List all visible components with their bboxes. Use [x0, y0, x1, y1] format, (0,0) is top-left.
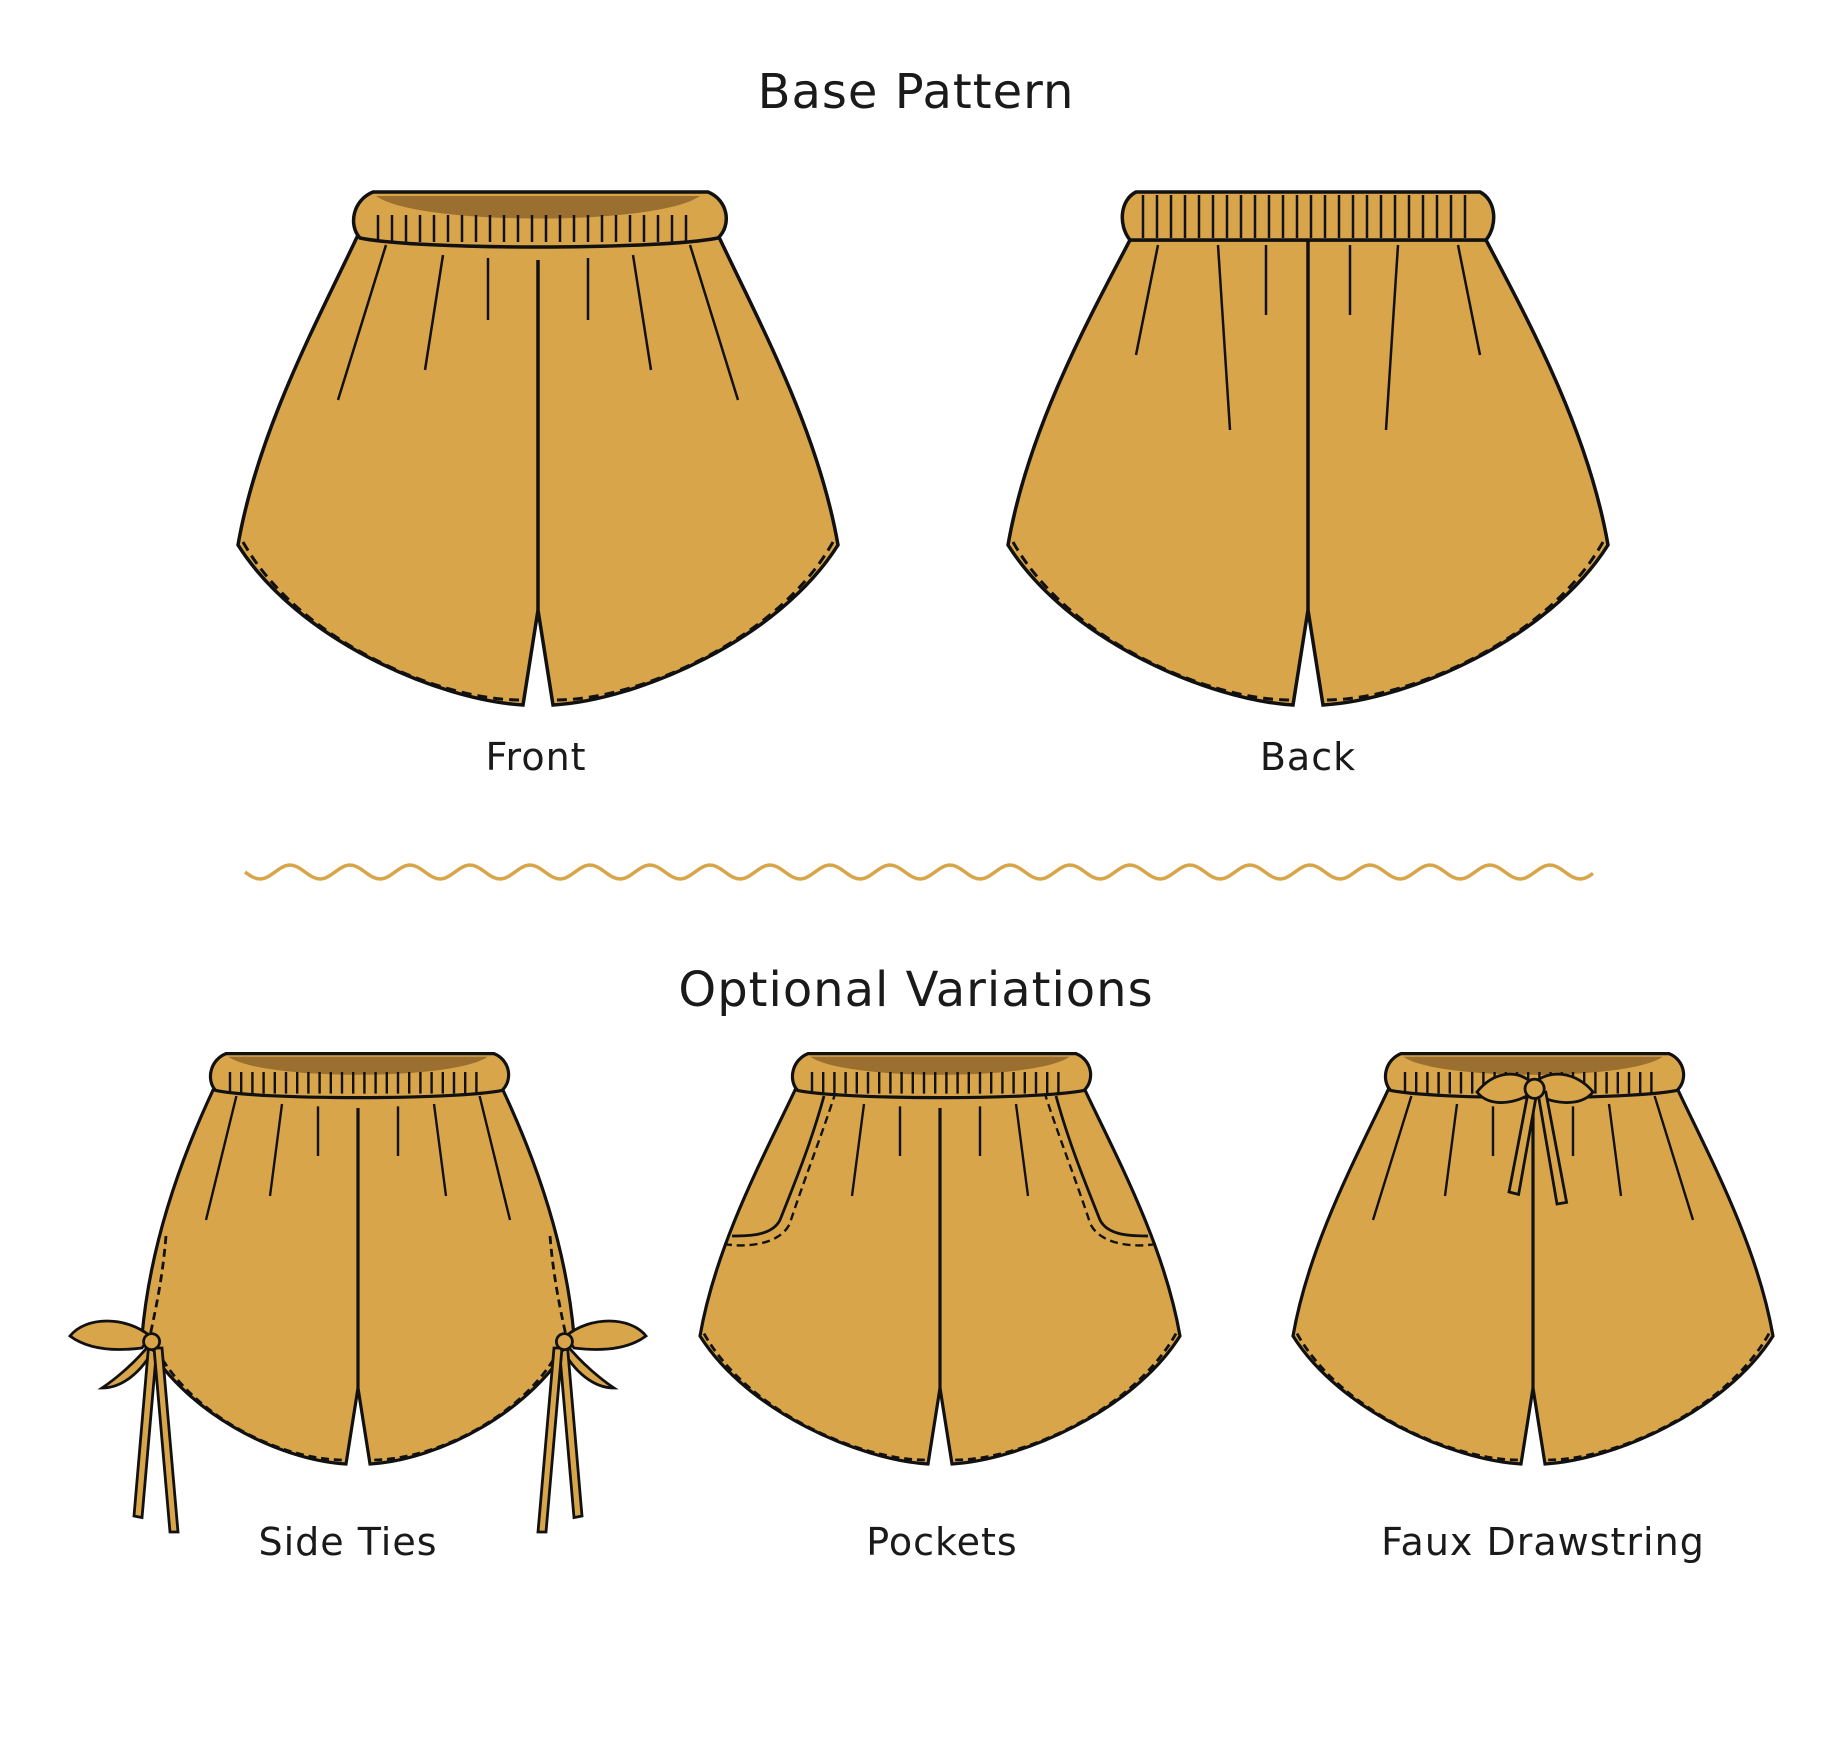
shorts-front-illustration — [236, 190, 840, 707]
label-faux-drawstring: Faux Drawstring — [1381, 1520, 1705, 1564]
optional-variations-heading: Optional Variations — [678, 962, 1154, 1018]
shorts-faux-drawstring-illustration — [1291, 1052, 1775, 1466]
label-front: Front — [485, 735, 587, 779]
shorts-back-illustration — [1006, 190, 1610, 707]
label-pockets: Pockets — [866, 1520, 1018, 1564]
label-back: Back — [1259, 735, 1357, 779]
shorts-side-ties-illustration — [68, 1052, 648, 1534]
base-pattern-heading: Base Pattern — [757, 64, 1075, 120]
label-side-ties: Side Ties — [258, 1520, 438, 1564]
wavy-divider — [243, 863, 1594, 881]
shorts-pockets-illustration — [698, 1052, 1182, 1466]
